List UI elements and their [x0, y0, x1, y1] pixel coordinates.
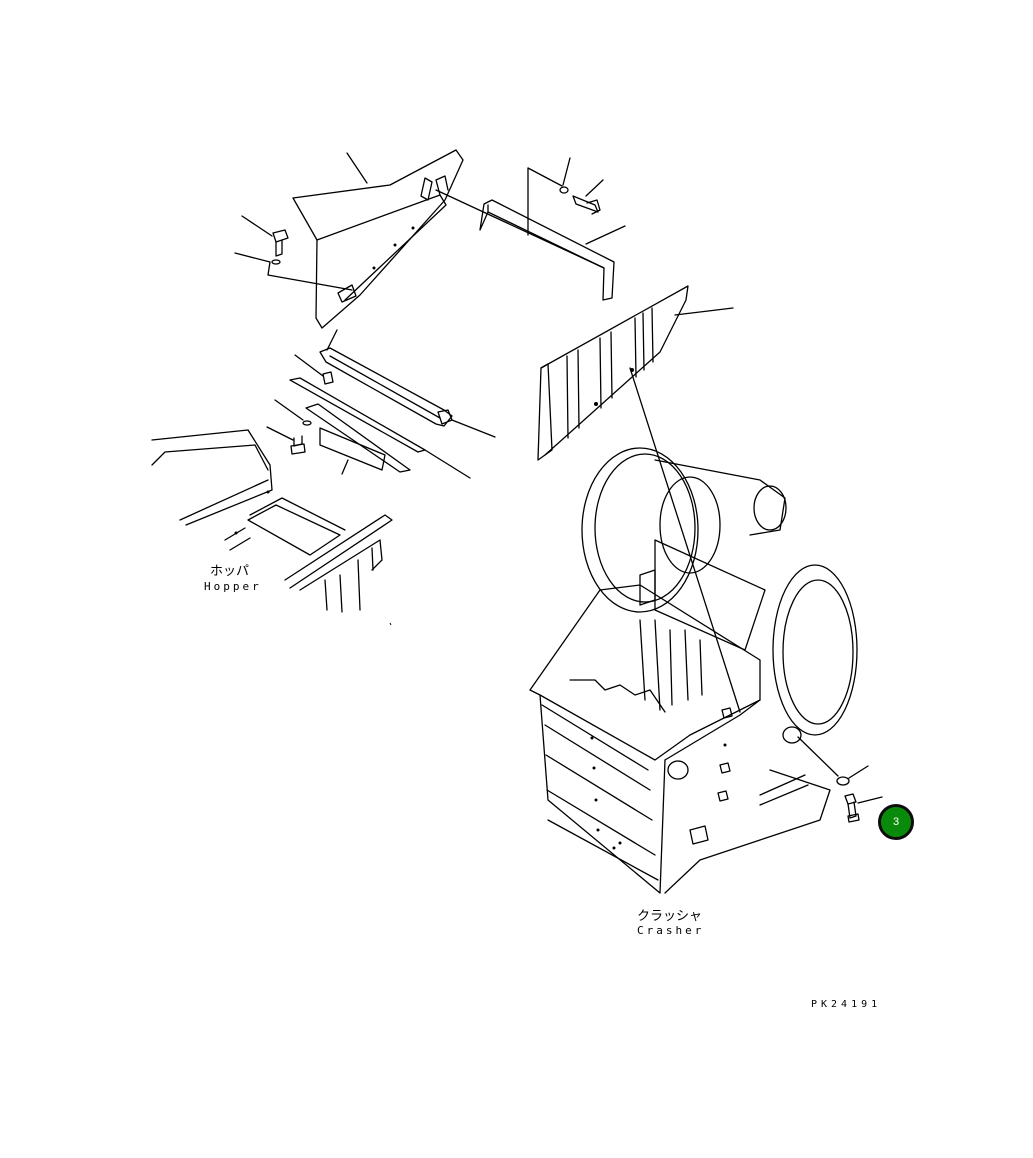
callout-number: 3 — [892, 816, 900, 828]
middle-bar-assembly — [266, 329, 496, 479]
part-callout-3[interactable]: 3 — [878, 804, 914, 840]
upper-side-plate — [292, 149, 464, 329]
upper-right-bracket — [435, 157, 626, 301]
crusher-label-en: Crasher — [637, 924, 705, 937]
hopper-label-en: Hopper — [204, 580, 262, 593]
ribbed-side-panel — [537, 285, 741, 713]
bolt-left-upper — [234, 215, 353, 291]
hopper-label-jp: ホッパ — [210, 564, 250, 579]
crusher-body — [529, 447, 858, 894]
hopper-body — [151, 429, 393, 613]
crusher-label-jp: クラッシャ — [637, 909, 703, 924]
bolt-right-item-3 — [797, 736, 883, 823]
drawing-code: PK24191 — [811, 999, 882, 1010]
